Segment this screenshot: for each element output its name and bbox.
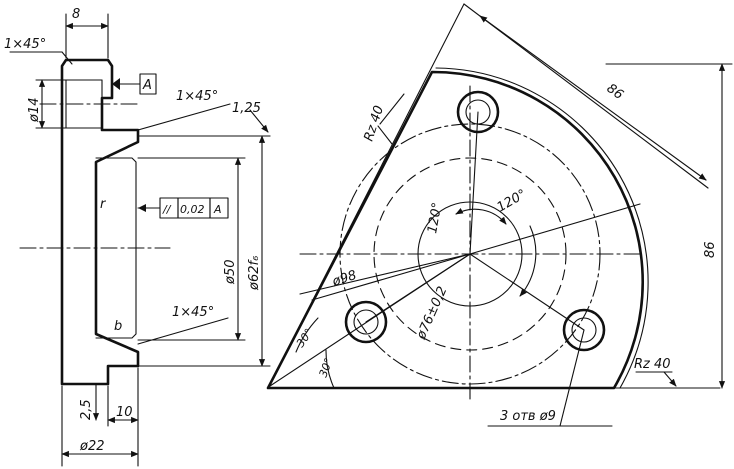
flange-outline xyxy=(266,70,644,390)
section-view: A 8 1×45° ø14 1×45° 1,25 // 0,02 A xyxy=(4,7,271,467)
hole-left xyxy=(344,300,388,344)
dim-d76: ø76±0,2 xyxy=(414,284,451,342)
dim-chamfer-top: 1×45° xyxy=(4,37,46,52)
dim-d50: ø50 xyxy=(223,260,238,286)
dim-b: b xyxy=(114,319,122,334)
plan-view: 86 86 Rz 40 120° 120° xyxy=(266,3,733,427)
angle-120-a: 120° xyxy=(425,201,445,234)
dim-rough-step: 1,25 xyxy=(232,101,261,116)
dim-vert-86: 86 xyxy=(703,241,718,258)
tol-frame-datum-cell xyxy=(209,197,229,219)
dim-step-10: 10 xyxy=(116,405,133,420)
surface-rough-base: Rz 40 xyxy=(634,357,671,372)
section-hatched-body xyxy=(60,58,140,386)
dim-d62: ø62f₆ xyxy=(247,256,262,291)
dim-top-width: 8 xyxy=(72,7,80,22)
circle-inner xyxy=(417,201,523,307)
dim-chamfer-inner: 1×45° xyxy=(176,89,218,104)
tol-frame-symbol: // xyxy=(162,203,172,216)
holes-note: 3 отв ø9 xyxy=(500,409,556,424)
angle-30-b: 30° xyxy=(317,356,336,379)
dim-r-small: r xyxy=(100,197,107,212)
dim-d22: ø22 xyxy=(79,439,105,454)
hole-right xyxy=(562,308,606,352)
tol-frame-datum: A xyxy=(213,203,222,216)
dim-chamfer-lower: 1×45° xyxy=(172,305,214,320)
dim-d98: ø98 xyxy=(330,268,359,290)
dim-bore-dia: ø14 xyxy=(27,98,42,124)
dim-diag-86: 86 xyxy=(604,81,626,103)
surface-rough-side: Rz 40 xyxy=(362,104,388,143)
hole-top xyxy=(456,90,500,134)
circle-d76 xyxy=(373,157,567,351)
dim-step-25: 2,5 xyxy=(79,399,94,420)
angle-120-b: 120° xyxy=(495,187,530,216)
datum-a-label: A xyxy=(142,78,152,93)
datum-a-box xyxy=(139,73,157,95)
circle-d98 xyxy=(339,123,601,385)
tol-frame-value: 0,02 xyxy=(180,203,205,216)
